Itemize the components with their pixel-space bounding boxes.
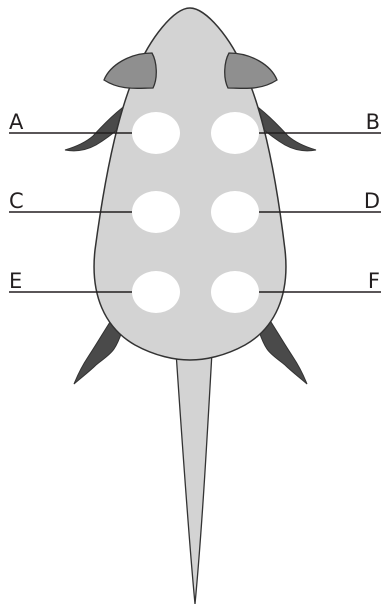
spot-c (132, 191, 180, 233)
spot-d (211, 191, 259, 233)
label-c: C (9, 189, 24, 213)
label-d: D (364, 189, 380, 213)
spot-b (211, 112, 259, 154)
right-hind-leg (257, 322, 307, 384)
spot-f (211, 271, 259, 313)
left-ear (104, 53, 156, 88)
right-ear (225, 53, 277, 88)
tail (176, 352, 212, 604)
label-b: B (366, 110, 380, 134)
spot-a (132, 112, 180, 154)
label-a: A (9, 110, 24, 134)
label-f: F (368, 269, 380, 293)
label-e: E (9, 269, 22, 293)
spot-e (132, 271, 180, 313)
